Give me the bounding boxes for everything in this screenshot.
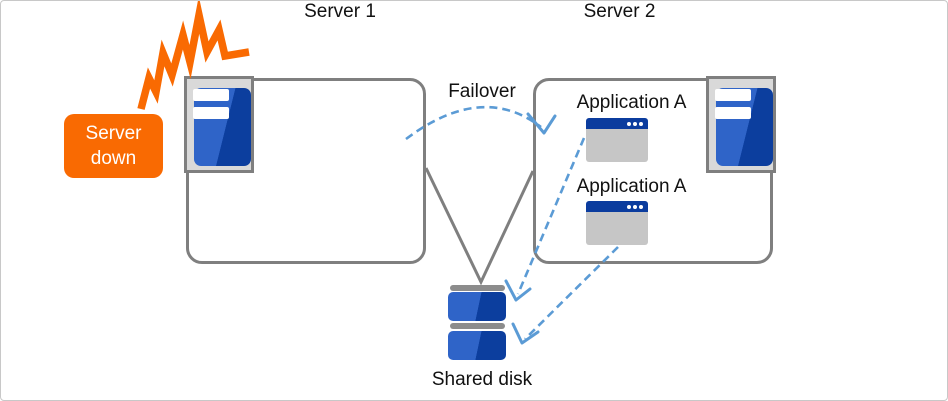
server-icon-slot bbox=[193, 89, 229, 101]
app2-label: Application A bbox=[576, 176, 687, 197]
app-window-dot bbox=[639, 204, 643, 209]
server-down-callout-line1: Server bbox=[85, 123, 142, 144]
shared-disk-label: Shared disk bbox=[431, 369, 533, 390]
failover-arrow bbox=[405, 105, 542, 141]
server-icon bbox=[706, 76, 776, 173]
server-down-callout: Server down bbox=[64, 114, 163, 178]
app-window-dot bbox=[627, 121, 631, 126]
server2-title: Server 2 bbox=[583, 1, 656, 22]
app2-to-disk-arrowhead bbox=[511, 322, 540, 345]
failover-label: Failover bbox=[448, 81, 516, 102]
server1-title: Server 1 bbox=[304, 1, 376, 22]
app1-label: Application A bbox=[576, 92, 687, 113]
shared-disk-cap bbox=[450, 323, 505, 329]
app-window-dot bbox=[627, 204, 631, 209]
app-window-icon bbox=[586, 118, 648, 162]
shared-disk-cap bbox=[450, 285, 505, 291]
server-down-callout-line2: down bbox=[90, 148, 137, 169]
app-window-titlebar bbox=[586, 118, 648, 129]
app-window-dot bbox=[633, 204, 637, 209]
shared-disk-platter bbox=[448, 292, 506, 321]
app1-to-disk-arrowhead bbox=[504, 279, 532, 302]
app-window-body bbox=[586, 129, 648, 162]
app-window-dot bbox=[633, 121, 637, 126]
app-window-dot bbox=[639, 121, 643, 126]
app-window-icon bbox=[586, 201, 648, 245]
server-icon bbox=[184, 76, 254, 173]
server-icon-slot bbox=[715, 107, 751, 119]
shared-disk-connector-lines bbox=[424, 167, 535, 286]
app-window-titlebar bbox=[586, 201, 648, 212]
shared-disk-platter bbox=[448, 331, 506, 360]
server-icon-panel bbox=[716, 88, 773, 166]
server-icon-slot bbox=[715, 89, 751, 101]
server-icon-slot bbox=[193, 107, 229, 119]
app-window-body bbox=[586, 212, 648, 245]
